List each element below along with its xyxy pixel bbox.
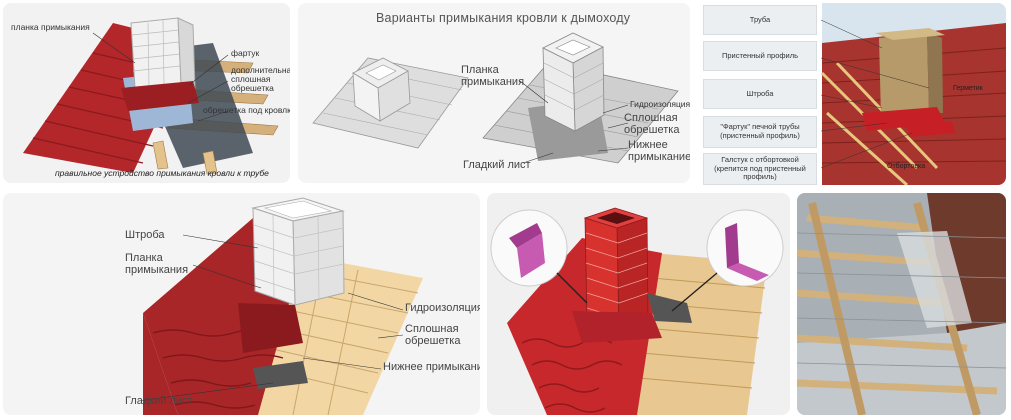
image-tile-brick-chimney[interactable] xyxy=(487,193,790,415)
chimney-flashing-illustration-1 xyxy=(23,17,279,175)
chimney-variants-illustration xyxy=(312,32,679,164)
label-smooth: Гладкий лист xyxy=(125,395,193,407)
label-lower: Нижнее примыкание xyxy=(383,361,480,373)
label-plank: планка примыкания xyxy=(11,22,90,32)
label-waterproof: Гидроизоляция xyxy=(405,302,480,314)
label-extra-batten: дополнительная сплошная обрешетка xyxy=(231,65,290,93)
roof-construction-photo xyxy=(797,193,1006,415)
label-batten: обрешетка под кровлю xyxy=(203,105,290,115)
chimney-photo xyxy=(820,3,1006,185)
image-tile-chimney-variants[interactable]: Варианты примыкания кровли к дымоходу Пл… xyxy=(298,3,690,183)
chimney-flashing-illustration-2 xyxy=(137,197,423,415)
label-apron: фартук xyxy=(231,48,260,58)
label-solid-batten: Сплошная обрешетка xyxy=(624,112,680,136)
label-plank: Планка примыкания xyxy=(461,64,525,88)
legend-item: Труба xyxy=(703,5,817,35)
label-smooth: Гладкий лист xyxy=(463,159,531,171)
legend-item: "Фартук" печной трубы (пристенный профил… xyxy=(703,116,817,148)
image-tile-chimney-photo-legend[interactable]: Труба Пристенный профиль Штроба "Фартук"… xyxy=(697,3,1006,185)
image-tile-roof-photo[interactable] xyxy=(797,193,1006,415)
image-tile-chimney-flashing-2[interactable]: Штроба Планка примыкания Гидроизоляция С… xyxy=(3,193,480,415)
image-tile-chimney-flashing-1[interactable]: планка примыкания фартук дополнительная … xyxy=(3,3,290,183)
label-shtroba: Штроба xyxy=(125,229,165,241)
legend-item: Пристенный профиль xyxy=(703,41,817,71)
label-waterproof: Гидроизоляция xyxy=(630,99,690,109)
label-solid-batten: Сплошная обрешетка xyxy=(405,323,461,347)
legend-item: Галстук с отбортовкой (крепится под прис… xyxy=(703,153,817,185)
legend-item: Штроба xyxy=(703,79,817,109)
image-title: Варианты примыкания кровли к дымоходу xyxy=(376,11,631,25)
label-ermatik: Герметик xyxy=(953,85,983,92)
label-plank: Планка примыкания xyxy=(125,252,189,276)
legend-list: Труба Пристенный профиль Штроба "Фартук"… xyxy=(697,3,822,185)
image-caption: правильное устройство примыкания кровли … xyxy=(55,168,269,178)
label-otbortovka: Отбортовка xyxy=(887,163,926,170)
brick-chimney-illustration xyxy=(490,207,784,415)
label-lower: Нижнее примыкание xyxy=(628,139,690,163)
